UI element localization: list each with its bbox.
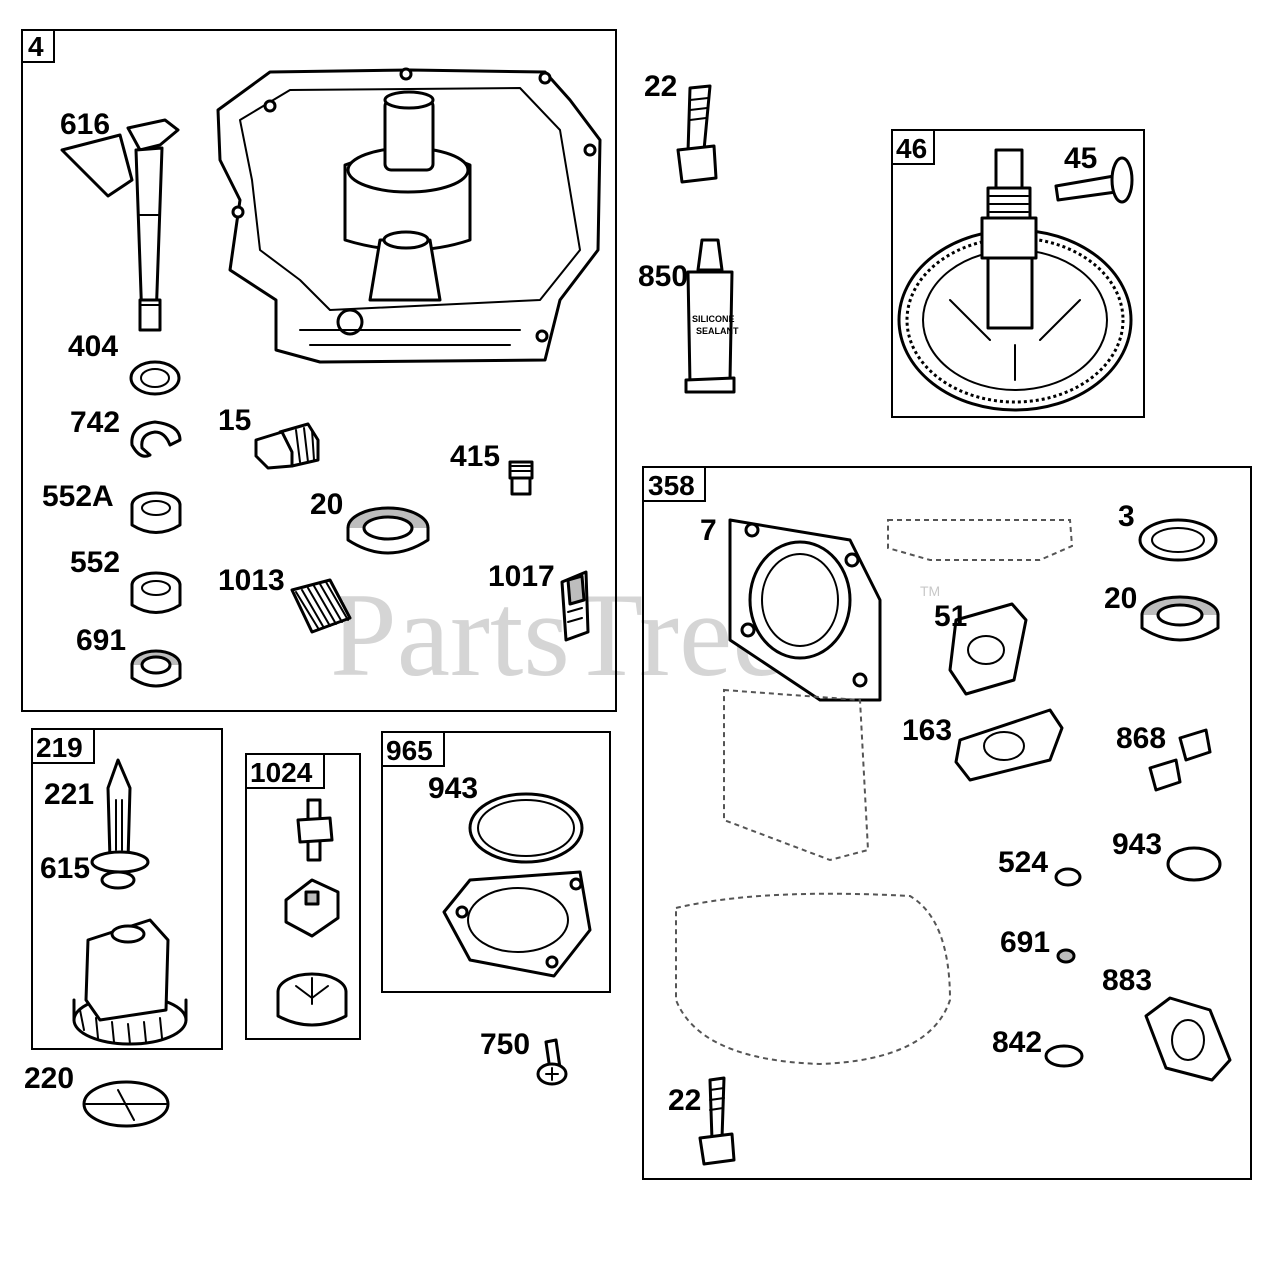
callout-552: 552 (70, 546, 120, 579)
callout-220: 220 (24, 1062, 74, 1095)
retainer-1017-part[interactable] (560, 570, 590, 642)
callout-691: 691 (76, 624, 126, 657)
sump-gasket-part[interactable] (675, 892, 952, 1066)
washer-404-part[interactable] (129, 360, 181, 396)
group-4-label: 4 (28, 31, 44, 62)
callout-883: 883 (1102, 964, 1152, 997)
callout-691-b: 691 (1000, 926, 1050, 959)
callout-524: 524 (998, 846, 1048, 879)
callout-22-top: 22 (644, 70, 677, 103)
callout-404: 404 (68, 330, 118, 363)
o-ring-524-part[interactable] (1054, 867, 1082, 887)
group-219[interactable]: 219 221 615 (31, 728, 223, 1050)
callout-742: 742 (70, 406, 120, 439)
gasket-163-part[interactable] (954, 708, 1064, 782)
group-46[interactable]: 46 45 (891, 129, 1145, 418)
camshaft-gear-part[interactable] (897, 148, 1133, 412)
callout-1013: 1013 (218, 564, 285, 597)
callout-850: 850 (638, 260, 688, 293)
group-965-label: 965 (386, 735, 433, 766)
plug-15-part[interactable] (254, 422, 320, 470)
o-ring-943-b-part[interactable] (1166, 846, 1222, 882)
e-ring-742-part[interactable] (130, 420, 182, 458)
callout-943-b: 943 (1112, 828, 1162, 861)
governor-gear-part[interactable] (72, 918, 188, 1046)
bolt-22-bottom-part[interactable] (698, 1076, 736, 1166)
spring-1013-part[interactable] (290, 578, 352, 634)
group-1024[interactable]: 1024 (245, 753, 361, 1040)
callout-221: 221 (44, 778, 94, 811)
callout-615: 615 (40, 852, 90, 885)
seal-691-b-part[interactable] (1056, 948, 1076, 964)
pin-221-part[interactable] (90, 758, 150, 874)
pump-rotor-inner-part[interactable] (284, 878, 340, 938)
gasket-51-part[interactable] (948, 602, 1028, 696)
group-4[interactable]: 4 616 (21, 29, 617, 712)
tube-label-line2: SEALANT (696, 326, 739, 336)
screw-750-part[interactable] (536, 1038, 568, 1086)
seal-3-part[interactable] (1138, 518, 1218, 562)
callout-3: 3 (1118, 500, 1135, 533)
callout-943-a: 943 (428, 772, 478, 805)
seal-691-part[interactable] (130, 649, 182, 688)
callout-868: 868 (1116, 722, 1166, 755)
callout-51: 51 (934, 600, 967, 633)
group-358-label: 358 (648, 470, 695, 501)
callout-163: 163 (902, 714, 952, 747)
oil-seal-20-b-part[interactable] (1140, 595, 1220, 642)
watermark-trademark: TM (920, 583, 940, 599)
watermark: PartsTree (330, 568, 786, 701)
sealant-tube-part[interactable]: SILICONE SEALANT (684, 238, 739, 394)
callout-22-bottom: 22 (668, 1084, 701, 1117)
pump-cover-part[interactable] (442, 870, 592, 978)
o-ring-943-a-part[interactable] (468, 792, 584, 864)
crankcase-cover-part[interactable] (216, 67, 602, 364)
washer-220-part[interactable] (82, 1080, 170, 1128)
group-965[interactable]: 965 943 (381, 731, 611, 993)
callout-415: 415 (450, 440, 500, 473)
group-46-label: 46 (896, 133, 927, 164)
valve-cover-gasket-part[interactable] (887, 519, 1074, 561)
callout-15: 15 (218, 404, 251, 437)
group-219-label: 219 (36, 732, 83, 763)
cylinder-gasket-part[interactable] (723, 688, 870, 862)
pump-shaft-part[interactable] (296, 798, 334, 862)
dowel-415-part[interactable] (508, 460, 534, 496)
pump-rotor-outer-part[interactable] (276, 972, 348, 1027)
bolt-22-top-part[interactable] (676, 84, 718, 184)
callout-20-b: 20 (1104, 582, 1137, 615)
callout-616: 616 (60, 108, 110, 141)
o-ring-842-part[interactable] (1044, 1044, 1084, 1068)
gasket-883-part[interactable] (1144, 996, 1232, 1082)
pin-45-part[interactable] (1054, 156, 1134, 204)
ring-615-part[interactable] (100, 870, 136, 890)
callout-842: 842 (992, 1026, 1042, 1059)
oil-seal-20-part[interactable] (346, 506, 430, 555)
callout-20: 20 (310, 488, 343, 521)
callout-45: 45 (1064, 142, 1097, 175)
callout-552a: 552A (42, 480, 114, 513)
bushing-552a-part[interactable] (130, 491, 182, 534)
callout-750: 750 (480, 1028, 530, 1061)
tube-label-line1: SILICONE (692, 314, 735, 324)
bushing-552-part[interactable] (130, 571, 182, 614)
head-gasket-7-part[interactable] (728, 518, 882, 702)
callout-1017: 1017 (488, 560, 555, 593)
group-1024-label: 1024 (250, 757, 313, 788)
governor-shaft-part[interactable] (60, 118, 180, 332)
callout-7: 7 (700, 514, 717, 547)
dowels-868-part[interactable] (1148, 728, 1212, 792)
group-358[interactable]: 358 7 3 20 51 (642, 466, 1252, 1180)
